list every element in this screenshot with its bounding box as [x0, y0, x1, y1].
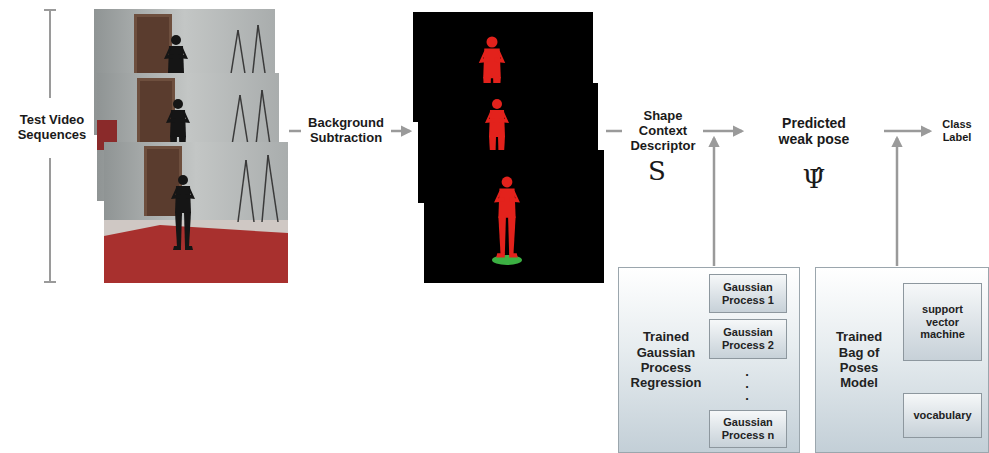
- sequence-bracket: [44, 10, 56, 282]
- step-label: Predicted weak pose: [775, 115, 853, 147]
- video-frame: [104, 142, 288, 283]
- ellipsis-dot: .: [745, 389, 749, 404]
- process-box: Gaussian Process 2: [709, 319, 787, 359]
- panel-title: Trained Bag of Poses Model: [826, 329, 892, 390]
- input-label-holder: Test Video Sequences: [18, 113, 87, 143]
- output-label: Class Label: [942, 118, 971, 143]
- panel-title: Trained Gaussian Process Regression: [627, 329, 705, 390]
- process-box: Gaussian Process 1: [709, 274, 787, 313]
- step-label-holder: Shape Context Descriptor: [630, 109, 695, 154]
- symbol-label-holder: Ψ̂: [803, 165, 826, 195]
- box-text: support vector machine: [908, 303, 977, 341]
- model-panel: Trained Gaussian Process RegressionGauss…: [618, 267, 800, 453]
- model-panel: Trained Bag of Poses Model support vector…: [815, 267, 989, 453]
- input-label: Test Video Sequences: [18, 113, 87, 143]
- symbol-label: S: [648, 157, 666, 187]
- box-text: Gaussian Process n: [714, 416, 782, 441]
- step-label-holder: Background Subtraction: [308, 116, 384, 146]
- output-label-holder: Class Label: [942, 118, 971, 143]
- step-label: Background Subtraction: [308, 116, 384, 146]
- box-text: Gaussian Process 1: [714, 281, 782, 306]
- flow-arrow: [289, 131, 930, 266]
- symbol-label-holder: S: [648, 157, 666, 187]
- silhouette-frame: [424, 150, 604, 283]
- component-box: support vector machine: [903, 283, 982, 361]
- box-text: vocabulary: [913, 409, 971, 422]
- symbol-label: Ψ̂: [803, 165, 826, 195]
- step-label: Shape Context Descriptor: [630, 109, 695, 154]
- ellipsis-dot-holder: .: [745, 389, 749, 404]
- process-box: Gaussian Process n: [709, 410, 787, 448]
- step-label-holder: Predicted weak pose: [775, 115, 853, 147]
- component-box: vocabulary: [903, 393, 982, 438]
- box-text: Gaussian Process 2: [714, 326, 782, 351]
